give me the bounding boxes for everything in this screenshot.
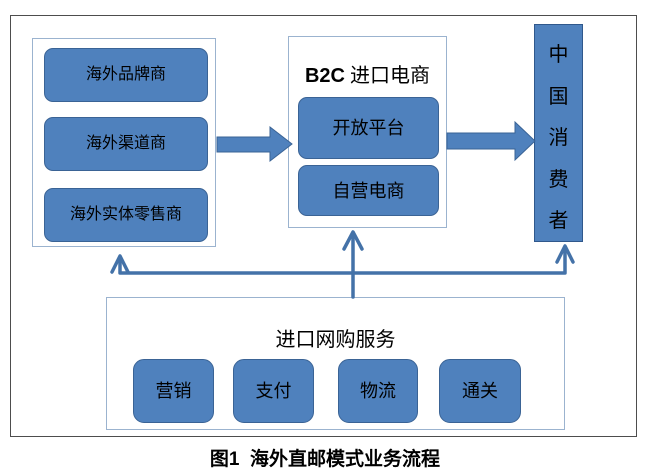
panel-title-services: 进口网购服务 bbox=[275, 329, 396, 351]
vertical-char: 中 bbox=[548, 44, 569, 66]
node-china-consumers: 中 国 消 费 者 bbox=[534, 24, 583, 242]
vertical-char: 消 bbox=[548, 127, 569, 149]
node-overseas-channel: 海外渠道商 bbox=[44, 117, 208, 171]
panel-title-b2c: B2C 进口电商 bbox=[289, 59, 446, 88]
node-logistics: 物流 bbox=[338, 359, 418, 423]
vertical-char: 国 bbox=[548, 85, 569, 108]
import-shopping-services-panel: 进口网购服务 营销 支付 物流 通关 bbox=[106, 297, 565, 430]
node-label: 物流 bbox=[360, 381, 396, 401]
node-label: 营销 bbox=[155, 381, 192, 401]
node-marketing: 营销 bbox=[133, 359, 214, 423]
node-payment: 支付 bbox=[233, 359, 314, 423]
vertical-char: 费 bbox=[548, 168, 569, 191]
node-label: 海外渠道商 bbox=[85, 135, 166, 152]
node-label: 通关 bbox=[462, 381, 498, 401]
node-label: 自营电商 bbox=[332, 180, 405, 201]
vertical-char: 者 bbox=[548, 210, 569, 232]
node-customs: 通关 bbox=[439, 359, 521, 423]
node-label: 海外实体零售商 bbox=[69, 206, 182, 223]
panel-title-cn: 进口电商 bbox=[345, 65, 430, 87]
node-label: 支付 bbox=[255, 381, 292, 401]
node-label: 海外品牌商 bbox=[85, 66, 166, 83]
figure-caption: 图1 海外直邮模式业务流程 bbox=[209, 449, 441, 470]
node-open-platform: 开放平台 bbox=[298, 97, 439, 159]
node-self-operated: 自营电商 bbox=[298, 165, 439, 216]
node-overseas-brand: 海外品牌商 bbox=[44, 48, 208, 102]
node-overseas-retailer: 海外实体零售商 bbox=[44, 188, 208, 242]
node-label: 开放平台 bbox=[332, 118, 405, 138]
panel-title-latin: B2C bbox=[304, 65, 345, 87]
b2c-import-ecommerce-panel: B2C 进口电商 开放平台 自营电商 bbox=[288, 36, 447, 228]
overseas-suppliers-panel: 海外品牌商 海外渠道商 海外实体零售商 bbox=[32, 38, 216, 247]
